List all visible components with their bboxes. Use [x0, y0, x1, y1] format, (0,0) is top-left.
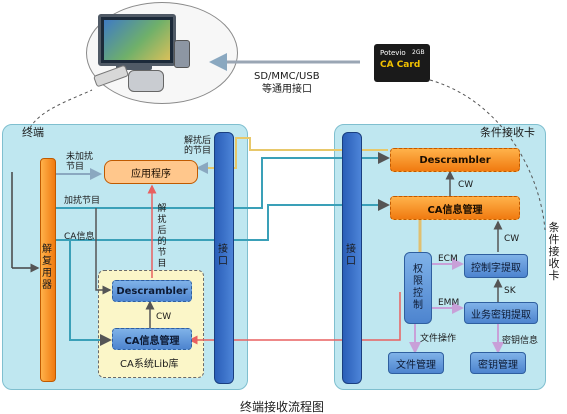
- file-mgmt-box: 文件管理: [388, 352, 444, 374]
- label-scrambled: 加扰节目: [64, 196, 100, 206]
- sk-extract-box: 业务密钥提取: [464, 302, 538, 324]
- app-label: 应用程序: [131, 165, 171, 180]
- app-box: 应用程序: [104, 160, 198, 184]
- lib-label: CA系统Lib库: [120, 360, 179, 370]
- terminal-title: 终端: [22, 128, 44, 138]
- card-ca-mgmt-box: CA信息管理: [390, 196, 520, 220]
- cw-extract-label: 控制字提取: [471, 259, 521, 274]
- label-descrambled-top: 解扰后的节目: [184, 136, 214, 156]
- lib-descrambler-label: Descrambler: [116, 286, 187, 297]
- access-control-label: 权限控制: [412, 264, 424, 312]
- card-side-title: 条件接收卡: [548, 222, 560, 282]
- label-descrambled-mid: 解扰后的节目: [156, 204, 168, 270]
- diagram-caption: 终端接收流程图: [240, 400, 324, 414]
- access-control-box: 权限控制: [404, 252, 432, 324]
- card-title: 条件接收卡: [480, 128, 535, 138]
- scrambled-lib-line: [96, 208, 110, 290]
- key-mgmt-box: 密钥管理: [470, 352, 526, 374]
- key-mgmt-label: 密钥管理: [478, 356, 518, 371]
- card-ca-mgmt-label: CA信息管理: [427, 201, 482, 216]
- label-ca-info: CA信息: [64, 232, 94, 242]
- cw-extract-box: 控制字提取: [464, 254, 528, 278]
- lib-descrambler-box: Descrambler: [112, 280, 192, 302]
- sk-label: SK: [504, 286, 516, 296]
- demux-label: 解复用器: [41, 244, 53, 292]
- label-unscrambled: 未加扰节目: [66, 152, 96, 172]
- key-info-label: 密钥信息: [502, 336, 538, 346]
- dashed-curve-left: [30, 90, 92, 128]
- sk-extract-label: 业务密钥提取: [471, 306, 531, 321]
- lib-ca-mgmt-box: CA信息管理: [112, 328, 192, 350]
- lib-ca-mgmt-label: CA信息管理: [124, 332, 179, 347]
- file-op-label: 文件操作: [420, 334, 456, 344]
- card-descrambler-label: Descrambler: [419, 155, 490, 166]
- emm-label: EMM: [438, 298, 459, 308]
- card-interface-label: 接口: [345, 244, 357, 268]
- lib-cw-label: CW: [156, 312, 171, 322]
- file-mgmt-label: 文件管理: [396, 356, 436, 371]
- card-cw-top-label: CW: [458, 180, 473, 190]
- terminal-interface-label: 接口: [217, 244, 229, 268]
- ecm-label: ECM: [438, 254, 458, 264]
- card-descrambler-box: Descrambler: [390, 148, 520, 172]
- card-cw-right-label: CW: [504, 234, 519, 244]
